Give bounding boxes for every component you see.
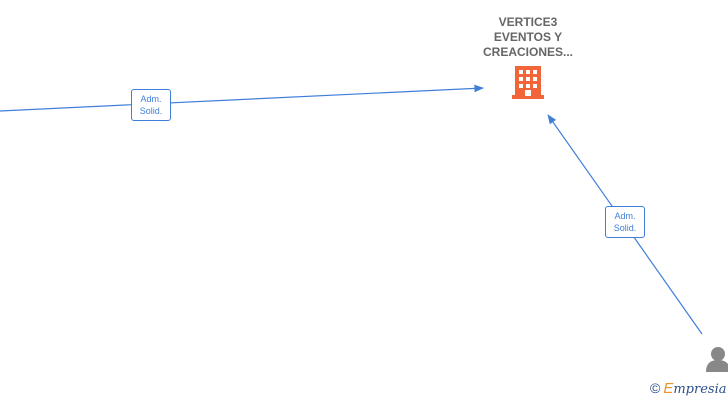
- edge-line-left[interactable]: [0, 84, 484, 112]
- company-name-line: EVENTOS Y: [493, 30, 563, 44]
- copyright-icon: ©: [650, 380, 661, 396]
- edge-label-right[interactable]: Adm. Solid.: [605, 206, 645, 238]
- building-icon[interactable]: [512, 66, 544, 99]
- empresia-watermark: ©Empresia: [650, 380, 726, 397]
- company-name[interactable]: VERTICE3 EVENTOS Y CREACIONES...: [458, 15, 598, 60]
- edge-label-line: Solid.: [139, 106, 163, 116]
- person-icon[interactable]: [706, 347, 728, 372]
- edge-label-line: Adm.: [140, 94, 162, 104]
- company-name-line: VERTICE3: [498, 15, 558, 29]
- brand-initial: E: [663, 380, 674, 397]
- edge-label-line: Solid.: [613, 223, 637, 233]
- edge-label-left[interactable]: Adm. Solid.: [131, 89, 171, 121]
- brand-name: mpresia: [673, 382, 727, 397]
- edge-label-line: Adm.: [614, 211, 636, 221]
- company-name-line: CREACIONES...: [482, 45, 573, 59]
